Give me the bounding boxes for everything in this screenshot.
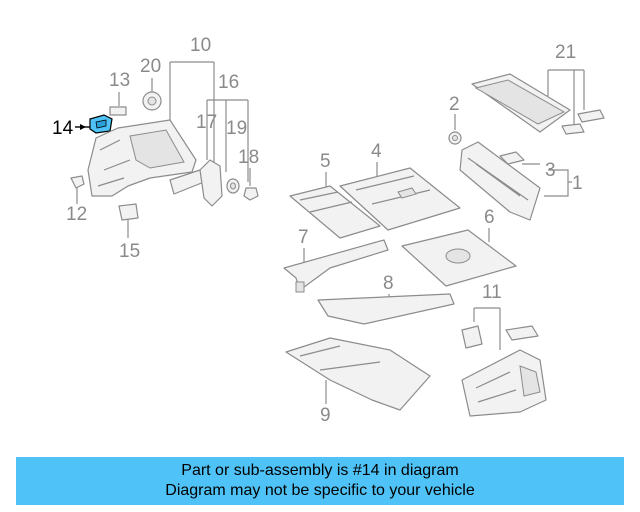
- callout-17: 17: [196, 112, 217, 133]
- part-3-pad: [499, 151, 525, 165]
- callout-2: 2: [449, 94, 460, 115]
- part-13-clip: [109, 106, 127, 116]
- callout-7: 7: [298, 227, 309, 248]
- part-10-quarter-trim-panel: [87, 119, 197, 197]
- part-11-quarter-trim-panel-right: [461, 349, 547, 417]
- callout-1: 1: [572, 173, 583, 194]
- part-21-bracket-a: [577, 109, 605, 123]
- callout-3: 3: [545, 160, 556, 181]
- callout-15: 15: [119, 241, 140, 262]
- callout-11: 11: [482, 282, 502, 303]
- callout-6: 6: [484, 207, 495, 228]
- leader-1: [544, 169, 572, 197]
- part-4-cargo-board: [339, 167, 461, 231]
- part-2-hook: [448, 131, 462, 145]
- part-21-tonneau-cover: [471, 73, 571, 133]
- callout-5: 5: [320, 151, 331, 172]
- part-11-pad: [461, 325, 483, 349]
- part-11-handle: [505, 325, 539, 341]
- part-21-bracket-b: [561, 123, 585, 135]
- callout-8: 8: [383, 273, 394, 294]
- part-17-cover: [199, 159, 223, 207]
- leader-21: [547, 69, 585, 124]
- part-8-rail: [317, 293, 455, 325]
- leader-11: [473, 307, 501, 350]
- part-12-clip: [70, 175, 85, 189]
- callout-10: 10: [190, 35, 211, 56]
- callout-18: 18: [238, 147, 259, 168]
- info-banner: Part or sub-assembly is #14 in diagram D…: [16, 457, 624, 505]
- part-20-cap: [142, 91, 162, 111]
- part-1-sill-plate: [459, 141, 541, 221]
- part-19-grommet: [226, 178, 240, 194]
- leader-16: [206, 99, 249, 182]
- part-7-frame: [283, 239, 389, 293]
- leader-10: [169, 61, 215, 172]
- callout-21: 21: [555, 42, 576, 63]
- part-9-lower-trim: [285, 337, 431, 411]
- parts-diagram: 10 16 20 13 14 17 19 18 12 15: [52, 35, 605, 426]
- callout-20: 20: [140, 56, 161, 77]
- part-15-hook: [118, 203, 139, 221]
- banner-line-2: Diagram may not be specific to your vehi…: [165, 482, 475, 499]
- part-18-clip: [243, 187, 259, 201]
- callout-4: 4: [371, 141, 382, 162]
- leader-14-arrowhead: [80, 124, 86, 130]
- callout-9: 9: [320, 405, 331, 426]
- callout-14: 14: [52, 118, 74, 139]
- callout-12: 12: [66, 204, 87, 225]
- part-5-floor-board: [289, 185, 381, 239]
- part-6-floor-mat: [401, 229, 517, 287]
- callout-13: 13: [109, 70, 130, 91]
- part-14-highlighted: [89, 114, 113, 134]
- banner-line-1: Part or sub-assembly is #14 in diagram: [181, 462, 459, 479]
- callout-19: 19: [226, 118, 247, 139]
- callout-16: 16: [218, 72, 239, 93]
